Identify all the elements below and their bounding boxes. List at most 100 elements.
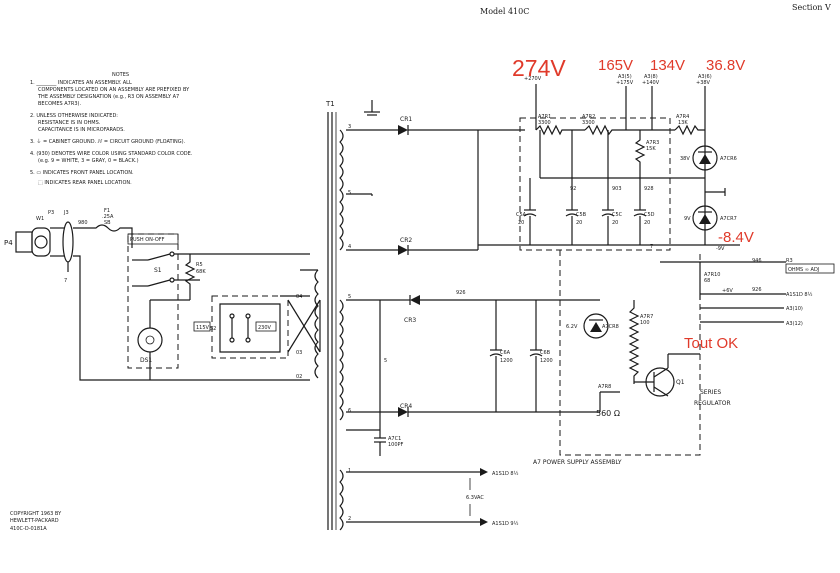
a7-assembly-box [519, 117, 671, 251]
svg-text:928: 928 [644, 186, 654, 192]
svg-text:5: 5 [384, 358, 387, 364]
svg-text:C5D: C5D [644, 212, 655, 218]
filter-capacitors-c5: C5A 20 C5B 20 C5C 20 C5D 20 92 903 928 -… [478, 130, 740, 252]
svg-text:7: 7 [64, 278, 67, 284]
svg-text:Q1: Q1 [676, 379, 685, 386]
svg-text:P4: P4 [4, 239, 13, 247]
svg-text:NOTES: NOTES [112, 72, 129, 78]
svg-text:A3(12): A3(12) [786, 321, 803, 327]
svg-text:20: 20 [644, 220, 650, 226]
svg-text:6.3VAC: 6.3VAC [466, 495, 484, 501]
svg-text:6.2V: 6.2V [566, 324, 578, 330]
svg-text:68K: 68K [196, 269, 206, 275]
hv-rectifier: CR1 CR2 [346, 116, 525, 255]
svg-text:3: 3 [348, 124, 351, 130]
svg-text:+140V: +140V [642, 80, 660, 86]
svg-text:3300: 3300 [582, 120, 595, 126]
svg-text:9V: 9V [684, 216, 691, 222]
svg-text:926: 926 [752, 287, 762, 293]
svg-text:+6V: +6V [722, 288, 733, 294]
svg-text:2: 2 [348, 516, 351, 522]
svg-text:PUSH ON-OFF: PUSH ON-OFF [130, 237, 165, 243]
svg-text:(e.g. 9 = WHITE, 3 = GRAY, 0 =: (e.g. 9 = WHITE, 3 = GRAY, 0 = BLACK.) [38, 158, 139, 164]
model-title: Model 410C [480, 7, 529, 16]
svg-text:68: 68 [704, 278, 710, 284]
svg-text:CR4: CR4 [400, 403, 412, 410]
svg-text:CR3: CR3 [404, 317, 416, 324]
svg-text:20: 20 [576, 220, 582, 226]
resistor-chain: +270V A7R1 3300 A7R2 3300 A3(5) +175V A3… [524, 74, 712, 245]
svg-text:A7R7: A7R7 [640, 314, 653, 320]
svg-text:RESISTANCE IS IN OHMS.: RESISTANCE IS IN OHMS. [38, 120, 101, 126]
svg-text:5. ▭ INDICATES FRONT PANEL LOC: 5. ▭ INDICATES FRONT PANEL LOCATION. [30, 170, 134, 176]
svg-text:A7R1: A7R1 [538, 114, 551, 120]
filament-winding: A1S1D 8½ A1S1D 9½ 6.3VAC [346, 468, 519, 527]
power-switch-s1: PUSH ON-OFF S1 DS1 R5 68K [127, 233, 310, 380]
annotation-minus-8-4v: -8.4V [718, 229, 754, 246]
svg-text:C5C: C5C [612, 212, 623, 218]
lv-rectifier: CR3 5 CR4 926 C6A 1200 C6B 1200 6.2V A7C… [346, 290, 731, 456]
svg-text:3. ⏚ = CABINET GROUND. ⫽⫽ = C: 3. ⏚ = CABINET GROUND. ⫽⫽ = CIRCUIT GROU… [30, 138, 186, 145]
voltage-selector-s2: S2 115V 230V 04 03 02 [193, 294, 321, 380]
svg-text:+175V: +175V [616, 80, 634, 86]
svg-text:1. ________ INDICATES AN ASSEM: 1. ________ INDICATES AN ASSEMBLY. ALL [30, 80, 132, 86]
svg-text:A7R3: A7R3 [646, 140, 659, 146]
svg-text:C6B: C6B [540, 350, 551, 356]
svg-text:C5A: C5A [516, 212, 527, 218]
copyright-line1: COPYRIGHT 1963 BY [10, 511, 62, 517]
svg-text:P3: P3 [48, 210, 54, 216]
svg-text:A7R8: A7R8 [598, 384, 611, 390]
svg-text:03: 03 [296, 350, 302, 356]
annotation-tout-ok: Tout OK [684, 335, 738, 352]
svg-text:13K: 13K [678, 120, 688, 126]
handwritten-r8-value: 560 Ω [596, 409, 620, 418]
svg-text:A1S1D 9½: A1S1D 9½ [492, 520, 519, 527]
svg-text:⬚ INDICATES REAR PANEL LOCATIO: ⬚ INDICATES REAR PANEL LOCATION. [38, 180, 132, 186]
svg-text:C6A: C6A [500, 350, 511, 356]
svg-text:THE ASSEMBLY DESIGNATION (e.g.: THE ASSEMBLY DESIGNATION (e.g., R3 ON AS… [37, 94, 179, 100]
svg-text:DS1: DS1 [140, 357, 152, 364]
tp-270v: +270V [524, 76, 542, 82]
svg-text:A7C1: A7C1 [388, 436, 401, 442]
svg-text:115V: 115V [196, 325, 210, 331]
svg-text:COMPONENTS LOCATED ON AN ASSEM: COMPONENTS LOCATED ON AN ASSEMBLY ARE PR… [38, 87, 190, 93]
svg-text:7: 7 [650, 244, 653, 250]
svg-text:3300: 3300 [538, 120, 551, 126]
svg-text:A3(5): A3(5) [618, 74, 632, 80]
annotation-274v: 274V [512, 55, 566, 81]
svg-text:A7R2: A7R2 [582, 114, 595, 120]
copyright-code: 410C-D-0181A [10, 526, 47, 532]
svg-text:38V: 38V [680, 156, 690, 162]
svg-text:1: 1 [348, 468, 351, 474]
svg-text:A1S1D 8½: A1S1D 8½ [492, 470, 519, 477]
svg-text:20: 20 [612, 220, 618, 226]
svg-text:R5: R5 [196, 262, 203, 268]
svg-text:980: 980 [78, 220, 88, 226]
svg-text:5: 5 [348, 294, 351, 300]
svg-text:W1: W1 [36, 216, 44, 222]
svg-text:20: 20 [518, 220, 524, 226]
svg-text:02: 02 [296, 374, 302, 380]
svg-text:946: 946 [752, 258, 762, 264]
notes-block: NOTES 1. ________ INDICATES AN ASSEMBLY.… [30, 72, 193, 186]
svg-text:A3(8): A3(8) [644, 74, 658, 80]
svg-text:903: 903 [612, 186, 622, 192]
svg-text:A1S1D 8½: A1S1D 8½ [786, 291, 813, 298]
svg-text:A3(6): A3(6) [698, 74, 712, 80]
svg-text:T1: T1 [325, 100, 335, 108]
svg-text:2. UNLESS OTHERWISE INDICATED:: 2. UNLESS OTHERWISE INDICATED: [30, 113, 118, 119]
svg-text:SERIES: SERIES [700, 389, 721, 396]
svg-text:A7R4: A7R4 [676, 114, 689, 120]
svg-text:230V: 230V [258, 325, 272, 331]
svg-text:S2: S2 [210, 326, 216, 332]
svg-text:F1: F1 [104, 208, 110, 214]
svg-text:R3: R3 [786, 258, 793, 264]
svg-text:100PF: 100PF [388, 442, 404, 448]
svg-text:A7CR6: A7CR6 [720, 156, 737, 162]
svg-text:-9V: -9V [716, 246, 725, 252]
assembly-label: A7 POWER SUPPLY ASSEMBLY [533, 459, 622, 466]
svg-text:92: 92 [570, 186, 576, 192]
svg-text:A7CR7: A7CR7 [720, 216, 737, 222]
svg-text:15K: 15K [646, 146, 656, 152]
